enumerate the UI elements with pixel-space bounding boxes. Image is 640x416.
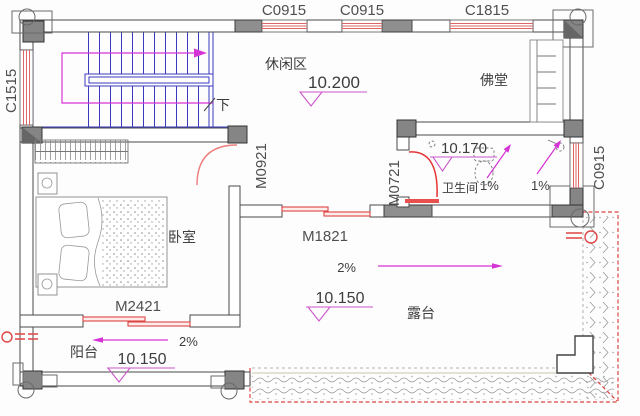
stair-handrail-inner (88, 76, 210, 84)
corner-ornaments (11, 8, 595, 400)
label-stair-direction: 下 (216, 97, 230, 113)
elevation-balcony-value: 10.150 (118, 351, 167, 368)
elevation-bathroom: 10.170 (430, 140, 497, 172)
label-window-c0915-right: C0915 (591, 146, 608, 190)
door-m0721-swing (405, 151, 439, 203)
toilet (473, 147, 495, 186)
label-door-m0921: M0921 (253, 143, 270, 189)
elevation-leisure-value: 10.200 (308, 73, 360, 92)
terrace-parapet (249, 211, 619, 403)
window-c0915-top-mid (341, 19, 383, 33)
stair-direction-path (61, 48, 216, 112)
nightstand-bottom (37, 273, 58, 296)
label-room-leisure: 休闲区 (265, 56, 307, 72)
window-c1515-left (19, 49, 34, 126)
stair-handrail (84, 73, 214, 87)
elevation-balcony: 10.150 (106, 351, 175, 383)
slope-balcony-value: 2% (179, 334, 198, 349)
floor-drain-bathroom (428, 140, 436, 148)
label-window-c1815-top-right: C1815 (465, 2, 509, 19)
label-door-m2421: M2421 (115, 298, 161, 315)
slope-bathroom-2: 1% (531, 140, 561, 193)
walls (19, 19, 584, 387)
slope-bathroom-2-value: 1% (531, 178, 550, 193)
label-window-c0915-top-mid: C0915 (340, 2, 384, 19)
label-door-m1821: M1821 (302, 228, 348, 245)
window-c1815-top-right (449, 19, 534, 33)
slope-terrace-value: 2% (337, 260, 356, 275)
slope-bathroom-1-value: 1% (480, 178, 499, 193)
elevation-terrace-value: 10.150 (316, 290, 365, 307)
elevation-leisure: 10.200 (298, 73, 367, 107)
door-m2421-sliding (82, 316, 191, 327)
label-room-bathroom: 卫生间 (442, 181, 478, 195)
slope-balcony: 2% (92, 334, 198, 349)
drain-right (566, 230, 598, 244)
altar-cabinet (529, 39, 564, 123)
label-room-bedroom: 卧室 (168, 229, 196, 245)
elevation-bathroom-value: 10.170 (441, 140, 487, 157)
window-c0915-right (569, 142, 584, 189)
wardrobe (34, 139, 129, 164)
slope-terrace: 2% (337, 260, 503, 275)
label-window-c1515-left: C1515 (3, 69, 20, 113)
slope-bathroom-1: 1% (480, 144, 511, 193)
terrace-step-block (556, 335, 594, 374)
label-room-terrace: 露台 (407, 305, 435, 321)
door-m1821-sliding (281, 206, 371, 217)
drain-left (1, 331, 38, 343)
label-room-buddhist-hall: 佛堂 (480, 72, 508, 88)
bed (35, 196, 168, 288)
door-m0921-swing (196, 144, 238, 186)
elevation-terrace: 10.150 (306, 290, 373, 322)
label-door-m0721: M0721 (386, 160, 403, 206)
label-room-balcony: 阳台 (70, 344, 98, 360)
window-c0915-top-left (261, 19, 308, 33)
nightstand-top (37, 172, 58, 195)
label-window-c0915-top-left: C0915 (262, 2, 306, 19)
stair-flight-lower (85, 86, 209, 127)
